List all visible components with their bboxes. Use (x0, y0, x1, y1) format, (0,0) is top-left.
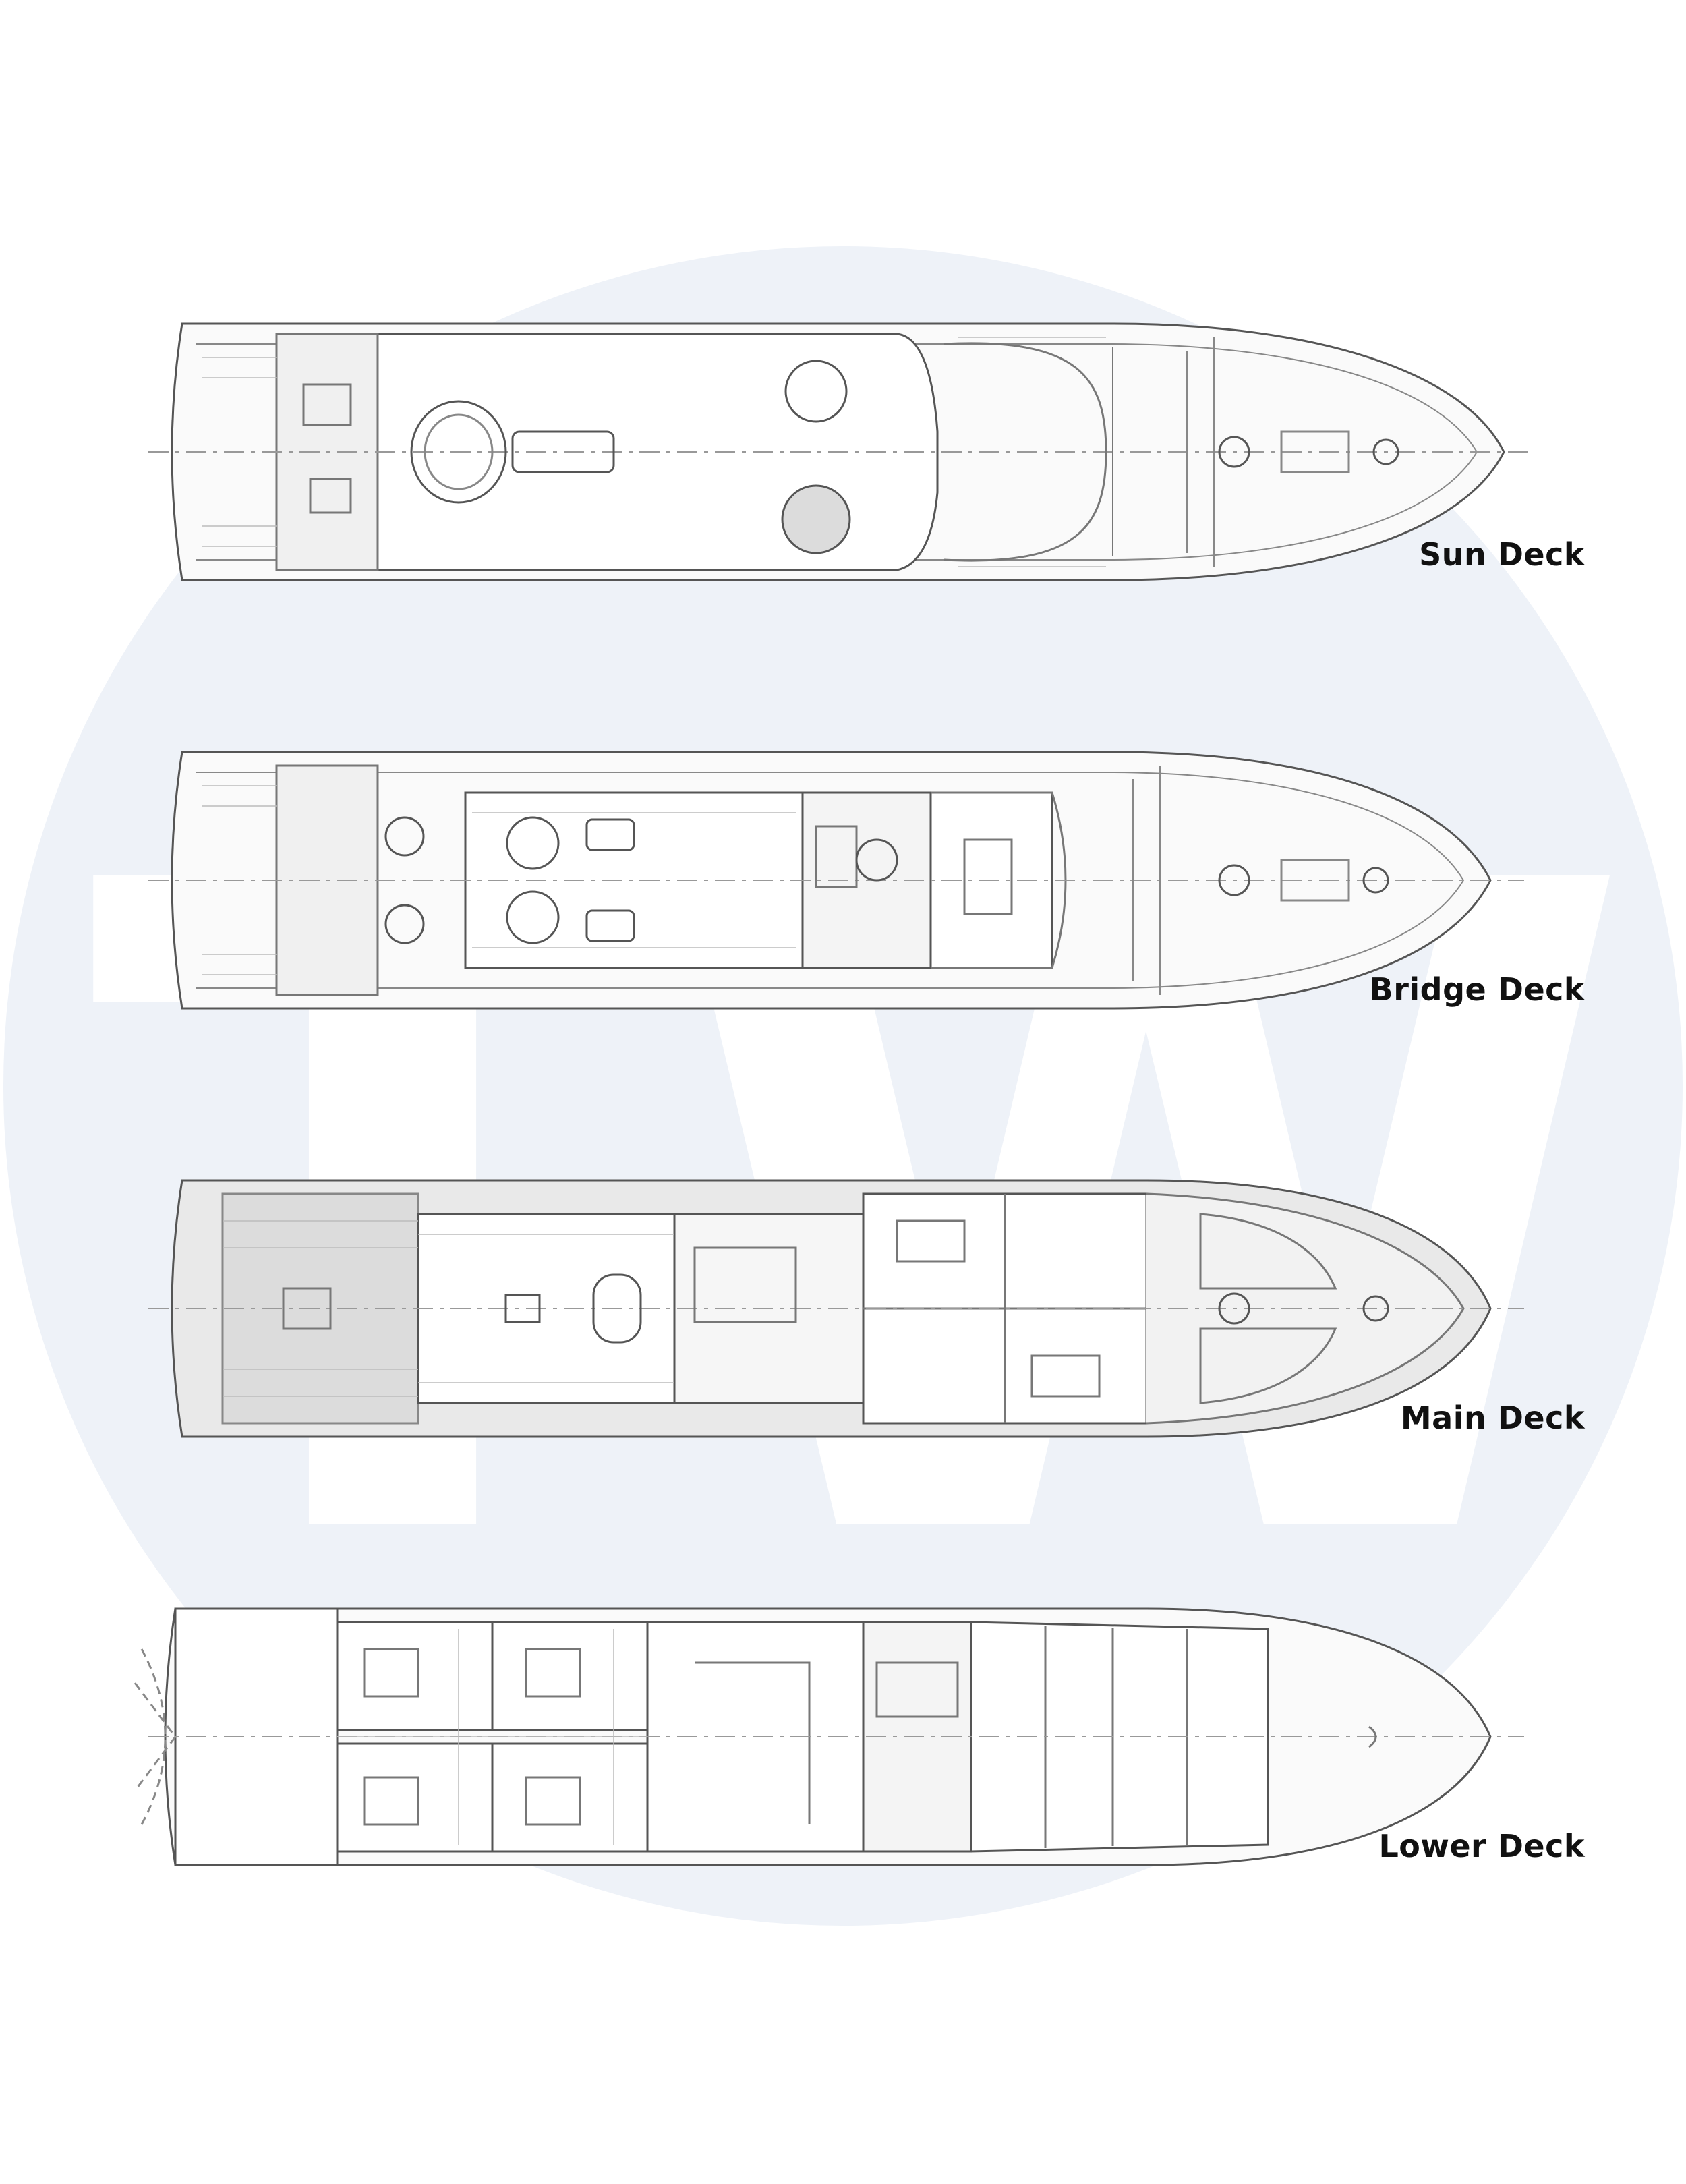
sun-dining-table (511, 430, 615, 473)
sun-deck-plan (148, 322, 1531, 581)
lower-cabin-4 (491, 1742, 649, 1853)
lower-cabin-1 (336, 1621, 494, 1731)
deck-main: Main Deck (0, 1153, 1686, 1531)
bridge-deck-plan (148, 751, 1524, 1010)
sun-deck-label: Sun Deck (1419, 536, 1585, 573)
main-dining-table (592, 1273, 642, 1344)
bridge-deck-label: Bridge Deck (1369, 971, 1585, 1008)
main-deck-plan (148, 1179, 1524, 1438)
lower-deck-label: Lower Deck (1378, 1828, 1585, 1864)
deck-sun: Sun Deck (0, 297, 1686, 674)
deck-lower: Lower Deck (0, 1582, 1686, 1959)
deck-bridge: Bridge Deck (0, 725, 1686, 1103)
watermark-circle (3, 246, 1683, 1926)
main-deck-label: Main Deck (1400, 1400, 1585, 1436)
lower-cabin-2 (336, 1742, 494, 1853)
lower-cabin-3 (491, 1621, 649, 1731)
lower-deck-plan (134, 1607, 1524, 1866)
sun-jacuzzi (410, 400, 507, 504)
